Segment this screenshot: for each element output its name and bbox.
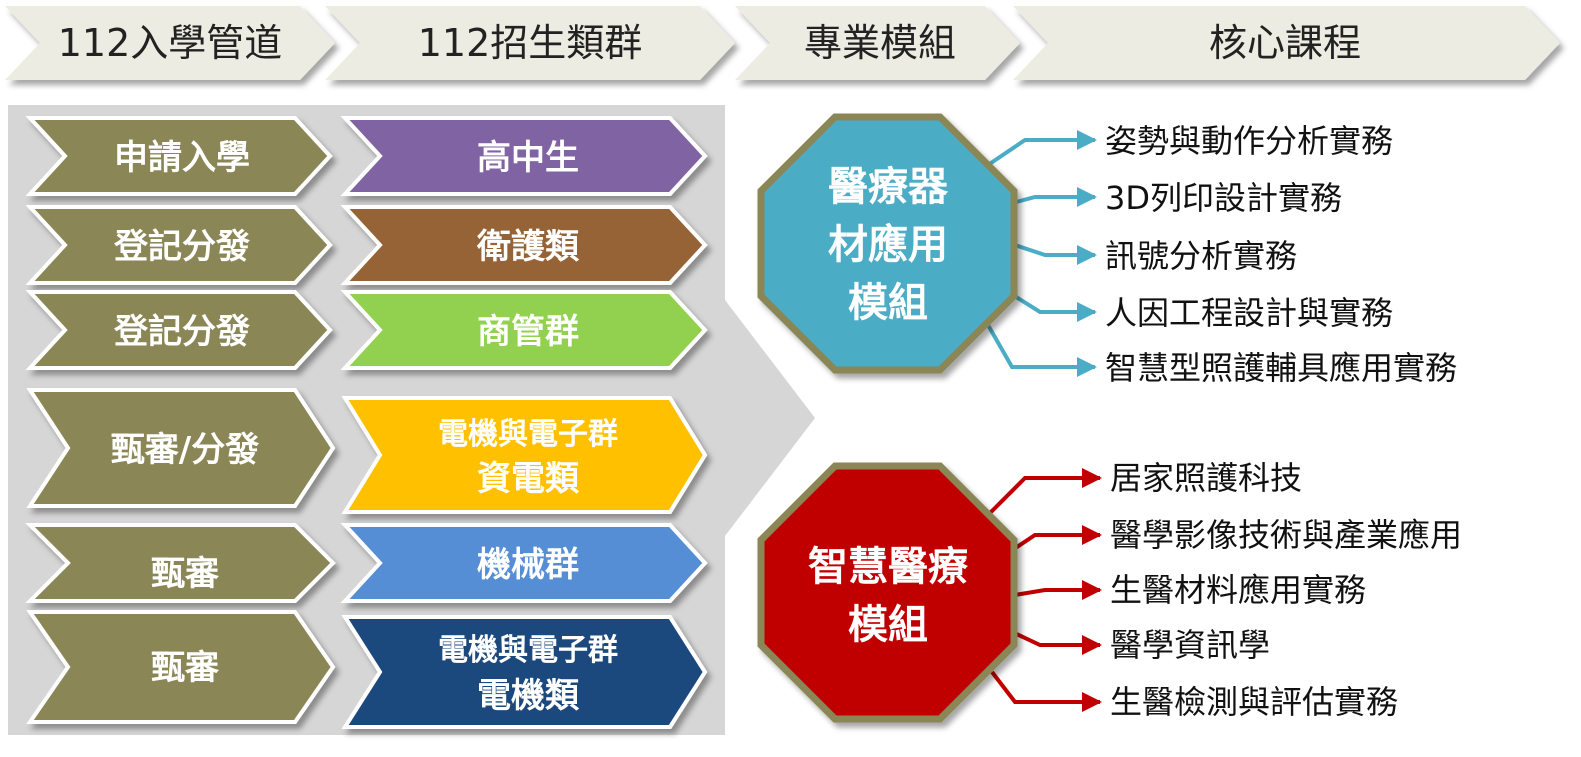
group-chevron [340, 523, 708, 603]
module-octagon [757, 113, 1018, 374]
module-name-line-2: 模組 [848, 602, 928, 648]
course-item: 醫學資訊學 [1110, 626, 1270, 664]
connector [1014, 580, 1102, 600]
connector [1004, 187, 1097, 207]
group-label: 商管群 [477, 312, 579, 352]
course-item: 人因工程設計與實務 [1105, 294, 1393, 332]
group-chevron [341, 615, 708, 729]
course-connectors [986, 468, 1102, 712]
channel-chevron [26, 610, 336, 724]
row-3: 甄審/分發 電機與電子群 資電類 [26, 388, 708, 514]
header-core-courses: 核心課程 [1013, 6, 1560, 80]
course-item: 醫學影像技術與產業應用 [1110, 516, 1462, 554]
group-label: 機械群 [477, 545, 579, 585]
connector [986, 130, 1097, 167]
header-label: 專業模組 [804, 21, 956, 65]
course-item: 姿勢與動作分析實務 [1105, 122, 1393, 160]
row-5: 甄審 電機與電子群 電機類 [26, 610, 708, 729]
module-name-line-3: 模組 [848, 280, 928, 326]
module-octagon [757, 462, 1018, 723]
connector [1003, 288, 1097, 322]
row-1: 登記分發 衛護類 [25, 205, 708, 285]
course-item: 智慧型照護輔具應用實務 [1105, 349, 1457, 387]
channel-chevron [25, 205, 333, 285]
group-label: 高中生 [477, 138, 579, 178]
row-4: 甄審 機械群 [25, 523, 708, 603]
group-label-line-1: 電機與電子群 [438, 417, 618, 452]
header-row: 112入學管道 112招生類群 專業模組 核心課程 [5, 6, 1560, 80]
connector [986, 468, 1102, 517]
connector [1003, 525, 1102, 557]
row-2: 登記分發 商管群 [25, 290, 708, 370]
connector [990, 670, 1102, 712]
course-item: 居家照護科技 [1110, 459, 1302, 497]
header-label: 112招生類群 [418, 21, 643, 65]
connector [986, 324, 1097, 377]
channel-label: 甄審/分發 [111, 430, 259, 470]
course-item: 生醫材料應用實務 [1110, 571, 1366, 609]
channel-chevron [25, 290, 333, 370]
channel-label: 登記分發 [113, 312, 250, 352]
header-admission-group: 112招生類群 [325, 6, 735, 80]
group-chevron [340, 116, 708, 196]
header-entry-channel: 112入學管道 [5, 6, 335, 80]
group-chevron [341, 396, 708, 514]
module-name-line-1: 智慧醫療 [808, 544, 969, 590]
module-name-line-1: 醫療器 [828, 164, 949, 210]
channel-label: 登記分發 [113, 227, 250, 267]
group-label-line-1: 電機與電子群 [438, 633, 618, 668]
header-chevron [1013, 6, 1560, 80]
header-label: 112入學管道 [58, 21, 283, 65]
channel-chevron [25, 116, 333, 196]
header-chevron [325, 6, 735, 80]
group-label-line-2: 電機類 [477, 676, 580, 716]
channel-label: 甄審 [151, 554, 220, 594]
course-item: 訊號分析實務 [1105, 237, 1297, 275]
module-smart-healthcare: 智慧醫療 模組 居家照護科技 醫學影像技術與產業應用 生醫材料應用實務 醫學資訊… [757, 459, 1462, 723]
channel-chevron [25, 523, 336, 603]
channel-label: 申請入學 [114, 138, 250, 178]
header-label: 核心課程 [1209, 21, 1361, 65]
connector [1014, 243, 1097, 265]
group-label: 衛護類 [476, 227, 580, 267]
group-chevron [340, 205, 708, 285]
group-chevron [340, 290, 708, 370]
header-chevron [5, 6, 335, 80]
module-name-line-2: 材應用 [828, 222, 948, 268]
header-professional-module: 專業模組 [735, 6, 1020, 80]
channel-chevron [26, 388, 336, 508]
module-medical-device: 醫療器 材應用 模組 姿勢與動作分析實務 3D列印設計實務 訊號分析實務 人因工… [757, 113, 1457, 387]
connector [1007, 628, 1102, 655]
row-0: 申請入學 高中生 [25, 116, 708, 196]
course-item: 生醫檢測與評估實務 [1110, 683, 1398, 721]
channel-label: 甄審 [151, 648, 220, 688]
group-label-line-2: 資電類 [477, 459, 580, 499]
course-item: 3D列印設計實務 [1105, 179, 1342, 217]
header-chevron [735, 6, 1020, 80]
